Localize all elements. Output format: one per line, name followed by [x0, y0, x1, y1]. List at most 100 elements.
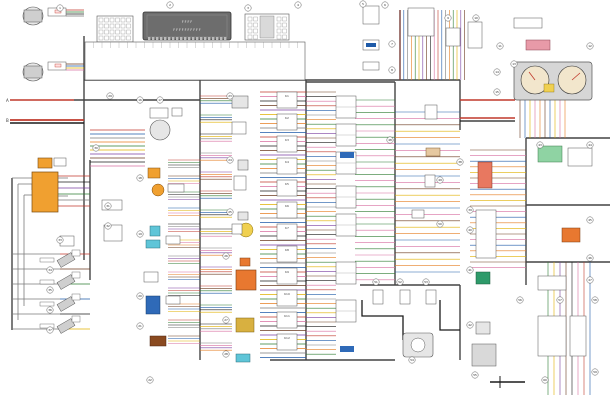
- callout: 20: [136, 292, 144, 300]
- callout: 45: [586, 216, 594, 224]
- relay-block-label: K2: [285, 116, 289, 120]
- callout: 43: [536, 141, 544, 149]
- callout-number: 54: [410, 358, 414, 362]
- callout: 2: [166, 1, 174, 9]
- callout: 19: [136, 230, 144, 238]
- callout: 26: [222, 252, 230, 260]
- callout-number: 19: [138, 232, 142, 236]
- callout: 48: [386, 136, 394, 144]
- relay-block: K9: [276, 267, 298, 285]
- callout: 32: [104, 222, 112, 230]
- relay-block: K11: [276, 311, 298, 329]
- callout-number: 14: [495, 70, 499, 74]
- ignition-switch-top: [22, 6, 67, 26]
- ignition-switch-bottom: [22, 61, 67, 82]
- relay-block: K12: [276, 333, 298, 351]
- sensor-coolant: [145, 225, 181, 249]
- callout: 22: [146, 376, 154, 384]
- callout: 37: [46, 326, 54, 334]
- terminal-a-label: A: [6, 98, 9, 103]
- terminal-b-label: B: [6, 118, 9, 123]
- callout-number: 4: [297, 3, 299, 7]
- callout-number: 15: [495, 90, 499, 94]
- callout: 36: [46, 306, 54, 314]
- callout: 40: [466, 226, 474, 234]
- callout-number: 10: [474, 16, 478, 20]
- callout-number: 46: [588, 256, 592, 260]
- relay-column-right: [335, 95, 441, 352]
- right-relay-orange: [477, 161, 493, 189]
- right-module-orange2: [561, 227, 581, 243]
- callout-number: 24: [228, 158, 232, 162]
- callout-number: 36: [48, 308, 52, 312]
- callout: 30: [92, 144, 100, 152]
- main-harness-strip: [84, 41, 306, 81]
- callout-number: 51: [374, 280, 378, 284]
- callout-number: 57: [558, 298, 562, 302]
- callout: 44: [586, 141, 594, 149]
- callout-number: 2: [169, 3, 171, 7]
- callout: 5: [359, 0, 367, 8]
- callout-number: 58: [593, 298, 597, 302]
- bottom-right-block: [471, 275, 587, 367]
- callout-number: 26: [224, 254, 228, 258]
- callout: 18: [136, 174, 144, 182]
- callout-number: 18: [138, 176, 142, 180]
- callout-number: 3: [247, 6, 249, 10]
- callout: 11: [496, 42, 504, 50]
- relay-block: K5: [276, 179, 298, 197]
- callout: 52: [396, 278, 404, 286]
- relay-box: [335, 213, 357, 237]
- callout-number: 31: [106, 204, 110, 208]
- injector: [39, 315, 81, 334]
- callout: 28: [222, 350, 230, 358]
- callout: 41: [466, 266, 474, 274]
- callout-number: 17: [158, 98, 162, 102]
- relay-block: K6: [276, 201, 298, 219]
- relay-block: K3: [276, 135, 298, 153]
- sensor-oxygen: [231, 211, 254, 238]
- callout-number: 23: [228, 94, 232, 98]
- callout-number: 33: [58, 238, 62, 242]
- callout-number: 6: [384, 3, 386, 7]
- callout: 56: [516, 296, 524, 304]
- relay-block-label: K12: [284, 336, 290, 340]
- sensor-throttle: [149, 107, 183, 141]
- callout: 24: [226, 156, 234, 164]
- sensor-cam: [231, 95, 249, 135]
- relay-block: K10: [276, 289, 298, 307]
- sensor-map: [143, 271, 181, 315]
- callout: 23: [226, 92, 234, 100]
- callout-number: 1: [59, 6, 61, 10]
- relay-block: K7: [276, 223, 298, 241]
- injector: [39, 293, 81, 312]
- callout: 3: [244, 4, 252, 12]
- relay-box: [335, 261, 357, 285]
- callout-number: 12: [588, 44, 592, 48]
- ground-symbol-bottom: [490, 376, 525, 388]
- callout: 42: [466, 321, 474, 329]
- callout-number: 42: [468, 323, 472, 327]
- bottom-center-sensors: [372, 289, 437, 305]
- terminal-b: B: [6, 118, 84, 124]
- callout: 55: [471, 371, 479, 379]
- callout: 21: [136, 322, 144, 330]
- callout: 53: [422, 278, 430, 286]
- callout-number: 8: [391, 68, 393, 72]
- callout-number: 20: [138, 294, 142, 298]
- callout: 38: [456, 158, 464, 166]
- callout-number: 35: [48, 288, 52, 292]
- relay-block-label: K4: [285, 160, 289, 164]
- callout: 31: [104, 202, 112, 210]
- alternator: [402, 332, 434, 358]
- terminal-a: A: [6, 98, 74, 103]
- callout: 46: [586, 254, 594, 262]
- callout-number: 41: [468, 268, 472, 272]
- callout-number: 5: [362, 2, 364, 6]
- callout: 6: [381, 1, 389, 9]
- callout: 47: [586, 276, 594, 284]
- callout: 13: [510, 60, 518, 68]
- ecu-pin-row: [148, 37, 227, 40]
- callout-number: 34: [48, 268, 52, 272]
- callout-number: 25: [228, 210, 232, 214]
